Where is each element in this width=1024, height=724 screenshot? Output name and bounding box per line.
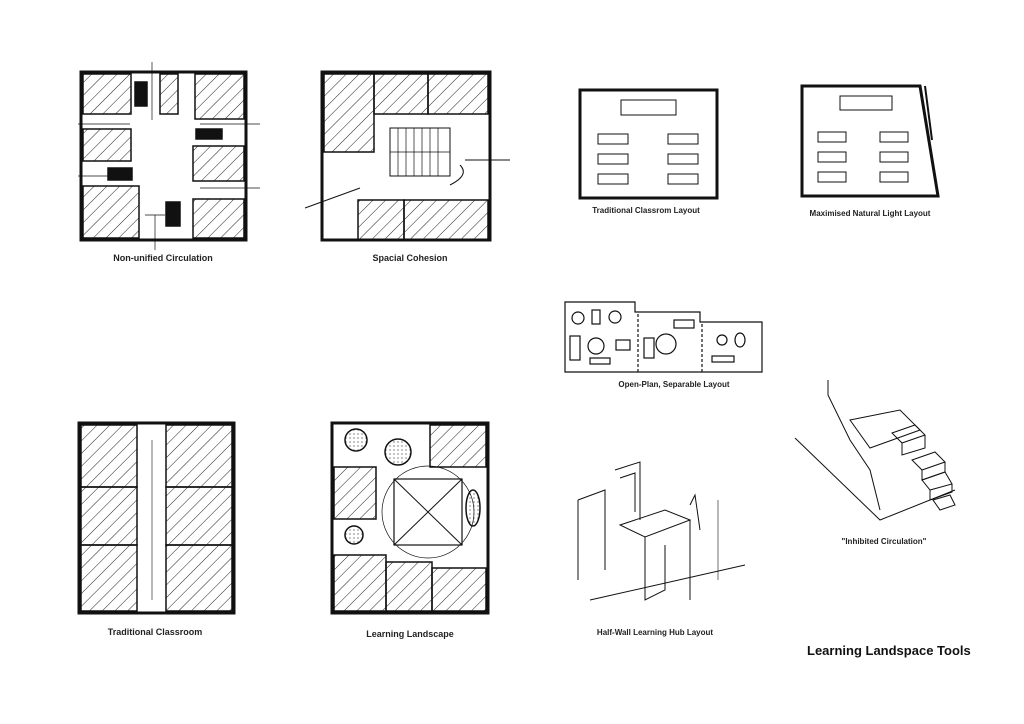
traditional-classroom-plan bbox=[77, 421, 236, 615]
label-half-wall-hub: Half-Wall Learning Hub Layout bbox=[596, 628, 714, 637]
label-spacial-cohesion: Spacial Cohesion bbox=[372, 253, 448, 263]
half-wall-hub-sketch bbox=[577, 461, 746, 601]
label-learning-landscape: Learning Landscape bbox=[366, 629, 454, 639]
label-traditional-classroom-layout: Traditional Classrom Layout bbox=[592, 206, 700, 215]
label-open-plan: Open-Plan, Separable Layout bbox=[618, 380, 730, 389]
label-traditional-classroom: Traditional Classroom bbox=[107, 627, 203, 637]
non-unified-circulation-plan bbox=[78, 62, 260, 250]
learning-landscape-plan bbox=[330, 421, 490, 615]
maximised-natural-light-layout-plan bbox=[800, 84, 940, 198]
label-maximised-natural-light: Maximised Natural Light Layout bbox=[809, 209, 931, 218]
open-plan-layout-plan bbox=[564, 301, 763, 373]
spacial-cohesion-plan bbox=[304, 70, 510, 242]
label-inhibited-circulation: "Inhibited Circulation" bbox=[841, 537, 927, 546]
traditional-classroom-layout-plan bbox=[578, 88, 719, 200]
page-title: Learning Landspace Tools bbox=[807, 643, 971, 658]
inhibited-circulation-sketch bbox=[794, 380, 956, 521]
label-non-unified-circulation: Non-unified Circulation bbox=[113, 253, 213, 263]
